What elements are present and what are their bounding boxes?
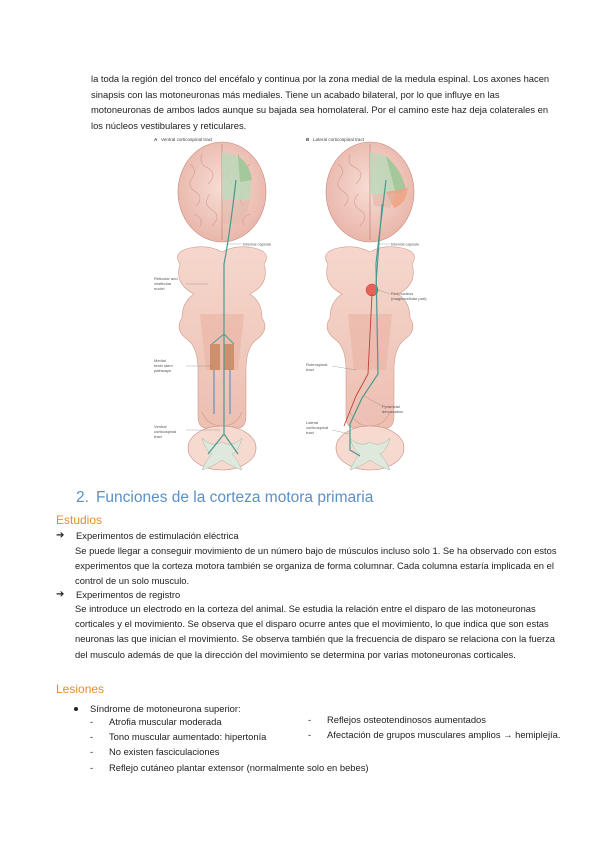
brain-b	[325, 141, 415, 243]
list-item: -Atrofia muscular moderada	[90, 716, 222, 727]
ventral-tract-line-a	[207, 179, 237, 455]
section-title: Funciones de la corteza motora primaria	[95, 489, 374, 506]
lesiones-left-list: -Atrofia muscular moderada -Tono muscula…	[90, 714, 369, 775]
list-item: -Reflejos osteotendinosos aumentados	[308, 714, 486, 725]
label-reticular-a-2: vestibular	[154, 281, 172, 286]
list-item: -Tono muscular aumentado: hipertonía	[90, 731, 267, 743]
lesiones-bullet: Síndrome de motoneurona superior:	[74, 703, 241, 714]
estudios-item-2: ➔ Experimentos de registro	[56, 589, 180, 600]
label-lateral-b-3: tract	[306, 430, 315, 435]
item-2-text: Se introduce un electrodo en la corteza …	[75, 603, 555, 660]
label-pyramidal-b-2: decussation	[382, 409, 403, 414]
lesiones-bullet-text: Síndrome de motoneurona superior:	[90, 703, 241, 714]
label-red-nucleus-b-1: Red nucleus	[391, 291, 413, 296]
figure-illustration: A Ventral corticospinal tract	[154, 137, 427, 471]
arrow-bullet-icon: ➔	[56, 589, 65, 600]
label-ventral-a-1: Ventral	[154, 424, 167, 429]
arrow-bullet-icon: ➔	[56, 530, 65, 541]
label-internal-capsule-b: Internal capsule	[391, 242, 420, 247]
section-heading: 2. Funciones de la corteza motora primari…	[76, 489, 373, 507]
lesiones-heading: Lesiones	[56, 682, 105, 696]
label-reticular-a-3: nuclei	[154, 286, 165, 291]
panel-a-letter: A	[154, 137, 158, 142]
label-medial-a-3: pathways	[154, 368, 171, 373]
panel-b-letter: B	[306, 137, 310, 142]
label-rubrospinal-b-1: Rubrospinal	[306, 362, 327, 367]
label-ventral-a-2: corticospinal	[154, 429, 176, 434]
bullet-dot-icon	[74, 706, 78, 711]
label-rubrospinal-b-2: tract	[306, 367, 315, 372]
label-ventral-a-3: tract	[154, 434, 163, 439]
label-internal-capsule-a: Internal capsule	[243, 242, 272, 247]
intro-paragraph: la toda la región del tronco del encéfal…	[91, 73, 550, 131]
lesiones-right-list: -Reflejos osteotendinosos aumentados -Af…	[308, 712, 560, 742]
label-red-nucleus-b-2: (magnocellular part)	[391, 296, 427, 301]
spinal-cord-b	[335, 425, 405, 471]
label-medial-a-1: Medial	[154, 358, 166, 363]
label-lateral-b-2: corticospinal	[306, 425, 328, 430]
label-medial-a-2: brain stem	[154, 363, 173, 368]
spinal-cord-a	[187, 425, 257, 471]
list-item: -Afectación de grupos musculares amplios…	[308, 729, 561, 741]
corticospinal-tracts-figure: A Ventral corticospinal tract	[150, 134, 438, 479]
section-number: 2.	[76, 489, 89, 506]
label-reticular-a-1: Reticular and	[154, 276, 178, 281]
estudios-heading: Estudios	[56, 513, 103, 527]
panel-a: A Ventral corticospinal tract	[154, 137, 272, 471]
label-pyramidal-b-1: Pyramidal	[382, 404, 400, 409]
list-item: -No existen fasciculaciones	[90, 746, 220, 758]
item-2-title: Experimentos de registro	[76, 589, 181, 600]
panel-b-title: Lateral corticospinal tract	[313, 137, 365, 142]
item-1-title: Experimentos de estimulación eléctrica	[76, 530, 239, 541]
brainstem-a	[177, 246, 267, 429]
lateral-tract-line-b	[349, 179, 387, 457]
brain-a	[177, 141, 267, 243]
panel-a-title: Ventral corticospinal tract	[161, 137, 213, 142]
panel-b: B Lateral corticospinal tract	[306, 137, 427, 471]
item-1-text: Se puede llegar a conseguir movimiento d…	[75, 545, 557, 587]
list-item: -Reflejo cutáneo plantar extensor (norma…	[90, 761, 369, 773]
label-lateral-b-1: Lateral	[306, 420, 318, 425]
rubrospinal-line-b	[343, 293, 373, 427]
estudios-item-1: ➔ Experimentos de estimulación eléctrica	[56, 530, 239, 541]
